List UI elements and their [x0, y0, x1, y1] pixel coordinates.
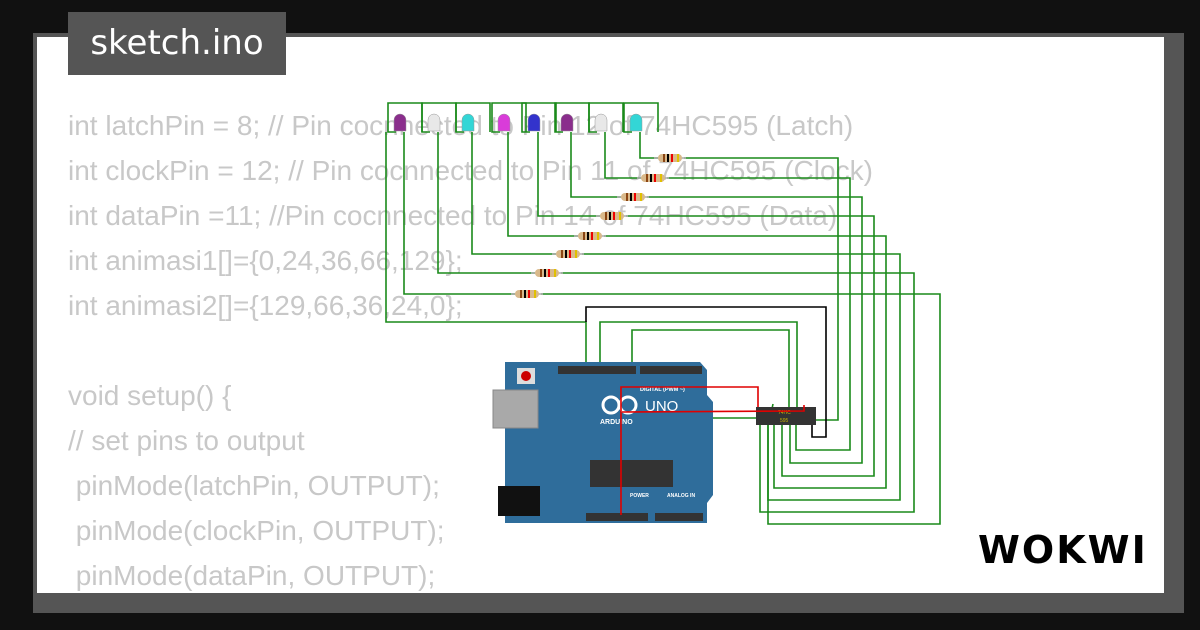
atmega-chip-icon — [590, 460, 673, 487]
resistor-band — [591, 232, 593, 240]
resistor-band — [587, 232, 589, 240]
led-icon — [461, 113, 475, 132]
resistor-band — [626, 193, 628, 201]
uno-label: UNO — [645, 398, 678, 415]
resistor-wire — [667, 177, 851, 451]
leds — [393, 113, 643, 132]
led-icon — [527, 113, 541, 132]
resistor-band — [609, 212, 611, 220]
ground-bus-wire — [623, 102, 659, 133]
digital-label: DIGITAL (PWM ~) — [640, 387, 685, 393]
resistor-band — [660, 174, 662, 182]
chip-label: 595 — [780, 418, 789, 424]
ground-bus-wire — [491, 102, 527, 133]
code-line: int animasi2[]={129,66,36,24,0}; — [68, 290, 463, 321]
resistor-wire — [561, 272, 915, 513]
led-wire — [471, 132, 556, 255]
arduino-label: ARDUINO — [600, 419, 633, 426]
resistor-band — [534, 290, 536, 298]
code-line: pinMode(latchPin, OUTPUT); — [68, 470, 440, 501]
arduino-uno-board: DIGITAL (PWM ~) UNO ARDUINO POWER ANALOG… — [492, 362, 713, 523]
code-line: int clockPin = 12; // Pin cocnnected to … — [68, 155, 873, 186]
ground-bus-wire — [455, 102, 491, 133]
resistors — [511, 154, 686, 298]
ground-wire — [585, 306, 827, 438]
resistor-wire — [582, 253, 901, 501]
resistor-band — [677, 154, 679, 162]
led-icon — [560, 113, 574, 132]
analog-label: ANALOG IN — [667, 493, 695, 499]
analog-header — [655, 513, 703, 521]
chip-label: 74HC — [778, 410, 791, 416]
resistor-wire — [604, 235, 887, 489]
code-line: pinMode(clockPin, OUTPUT); — [68, 515, 445, 546]
led-wire — [604, 132, 641, 179]
wokwi-logo: WOKWI — [978, 528, 1148, 572]
code-line: pinMode(dataPin, OUTPUT); — [68, 560, 436, 591]
led-icon — [393, 113, 407, 132]
resistor-band — [544, 269, 546, 277]
resistor-band — [605, 212, 607, 220]
resistor-band — [650, 174, 652, 182]
resistor-band — [619, 212, 621, 220]
led-wire — [437, 132, 535, 274]
resistor-band — [663, 154, 665, 162]
resistor-band — [520, 290, 522, 298]
resistor-band — [528, 290, 530, 298]
led-wire — [639, 132, 658, 159]
power-jack-icon — [498, 486, 540, 516]
resistor-wire — [626, 215, 875, 477]
ground-bus-wire — [521, 102, 557, 133]
code-line: int animasi1[]={0,24,36,66,129}; — [68, 245, 463, 276]
resistor-band — [671, 154, 673, 162]
clock-wire — [599, 321, 798, 407]
led-icon — [497, 113, 511, 132]
led-wire — [570, 132, 621, 198]
resistor-band — [561, 250, 563, 258]
vcc-wire — [620, 386, 759, 515]
resistor-band — [634, 193, 636, 201]
power-header — [586, 513, 648, 521]
led-icon — [594, 113, 608, 132]
resistor-band — [554, 269, 556, 277]
resistor-band — [630, 193, 632, 201]
led-wire — [537, 132, 600, 217]
resistor-band — [646, 174, 648, 182]
usb-port-icon — [492, 389, 539, 429]
led-wire — [507, 132, 578, 237]
shift-register-74hc595: 74HC 595 — [756, 407, 816, 425]
resistor-band — [548, 269, 550, 277]
power-wires — [620, 386, 805, 515]
code-line: void setup() { — [68, 380, 232, 411]
digital-header-right — [640, 366, 702, 374]
resistor-band — [540, 269, 542, 277]
resistor-band — [524, 290, 526, 298]
ground-bus-wire — [588, 102, 624, 133]
resistor-band — [575, 250, 577, 258]
led-wire — [403, 132, 515, 295]
led-icon — [629, 113, 643, 132]
led-icon — [427, 113, 441, 132]
digital-header-left — [558, 366, 636, 374]
latch-wire — [631, 329, 790, 407]
resistor-band — [583, 232, 585, 240]
file-tab-title: sketch.ino — [68, 12, 286, 75]
vcc-wire — [621, 405, 805, 413]
resistor-band — [613, 212, 615, 220]
code-line: // set pins to output — [68, 425, 305, 456]
resistor-band — [640, 193, 642, 201]
power-label: POWER — [630, 493, 649, 499]
resistor-band — [667, 154, 669, 162]
resistor-band — [597, 232, 599, 240]
ground-bus-wire — [385, 132, 587, 368]
resistor-band — [569, 250, 571, 258]
wires — [385, 102, 941, 525]
resistor-band — [565, 250, 567, 258]
resistor-wire — [647, 196, 863, 464]
resistor-wire — [684, 157, 839, 425]
resistor-band — [654, 174, 656, 182]
